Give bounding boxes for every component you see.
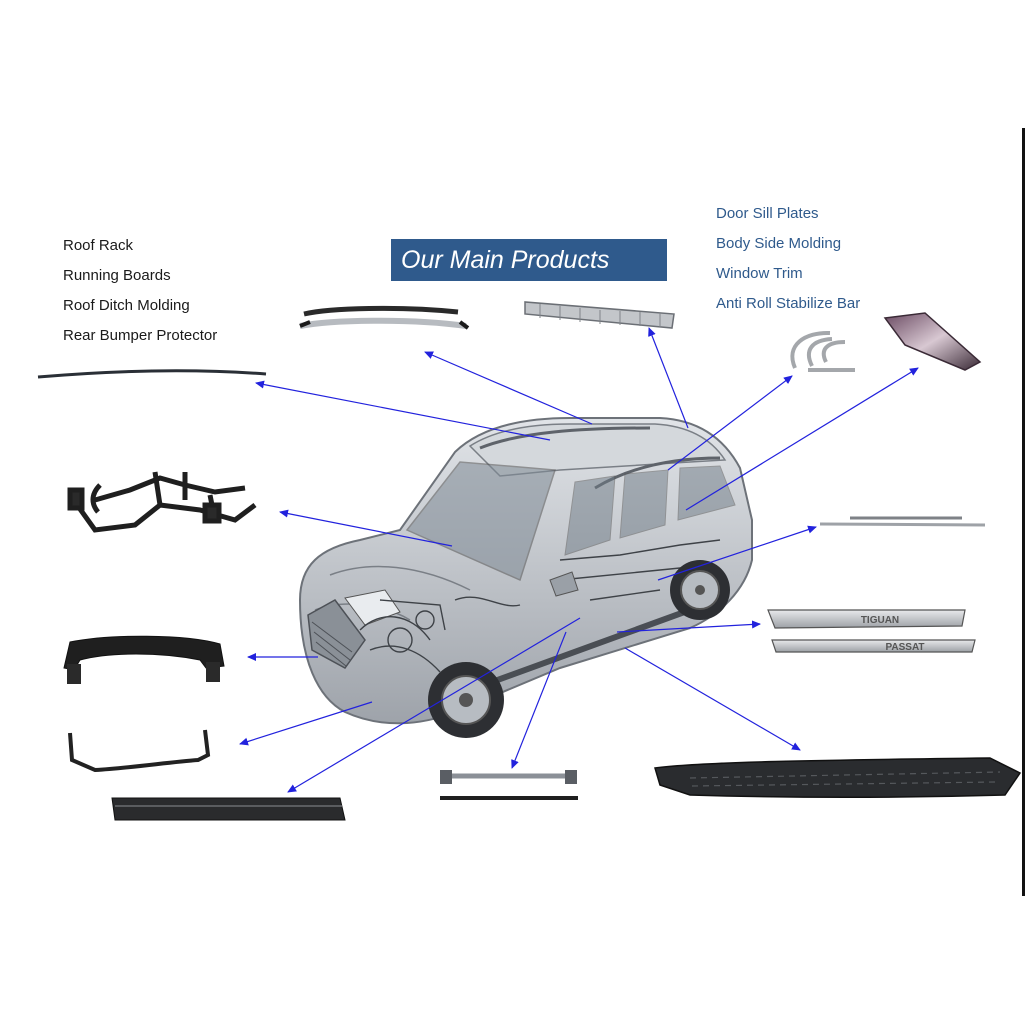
sill-plate-label-2: PASSAT (885, 642, 924, 653)
door-sill-plates-part: TIGUAN PASSAT (767, 609, 976, 653)
cross-car-beam-part (67, 471, 257, 533)
arrow-cross-car-beam (279, 509, 453, 547)
left-product-list: Roof Rack Running Boards Roof Ditch Mold… (63, 231, 217, 351)
right-border-line (1022, 128, 1025, 896)
product-running-boards: Running Boards (63, 267, 171, 284)
product-rear-bumper-protector: Rear Bumper Protector (63, 327, 218, 344)
sill-plate-label-1: TIGUAN (861, 615, 899, 626)
arrow-sill-reinforcement (287, 617, 581, 793)
arrow-door-sill (616, 620, 761, 633)
title-banner: Our Main Products (391, 239, 667, 281)
product-anti-roll-stabilize-bar: Anti Roll Stabilize Bar (716, 295, 861, 312)
window-trim-part (790, 330, 855, 372)
callout-arrows (239, 327, 919, 793)
product-door-sill-plates: Door Sill Plates (716, 205, 819, 222)
arrow-body-side-molding (657, 525, 817, 581)
car-cutaway-illustration (298, 417, 753, 738)
arrow-cross-bar (511, 631, 567, 769)
arrow-stabilizer (239, 701, 373, 746)
bumper-beam-part (63, 635, 225, 684)
stabilizer-bar-part (68, 729, 211, 773)
arrow-roof-rack (424, 351, 593, 425)
roof-cross-bar-part (440, 770, 578, 800)
product-roof-ditch-molding: Roof Ditch Molding (63, 297, 190, 314)
body-side-molding-part (819, 516, 986, 527)
sill-reinforcement-part (111, 797, 346, 821)
arrow-running-board (624, 647, 801, 751)
arrow-roof-ditch (255, 380, 551, 441)
right-product-list: Door Sill Plates Body Side Molding Windo… (716, 199, 860, 319)
arrow-window-trim (667, 375, 793, 471)
product-body-side-molding: Body Side Molding (716, 235, 842, 252)
product-roof-rack: Roof Rack (63, 237, 134, 254)
product-window-trim: Window Trim (716, 265, 803, 282)
arrow-door-trim (685, 367, 919, 511)
door-trim-piece-part (883, 312, 982, 371)
rear-bumper-protector-part (524, 301, 675, 329)
running-board-part (654, 757, 1022, 798)
arrow-bumper-protector (648, 327, 689, 429)
roof-ditch-molding-part (37, 369, 267, 379)
roof-rack-part (299, 305, 470, 330)
